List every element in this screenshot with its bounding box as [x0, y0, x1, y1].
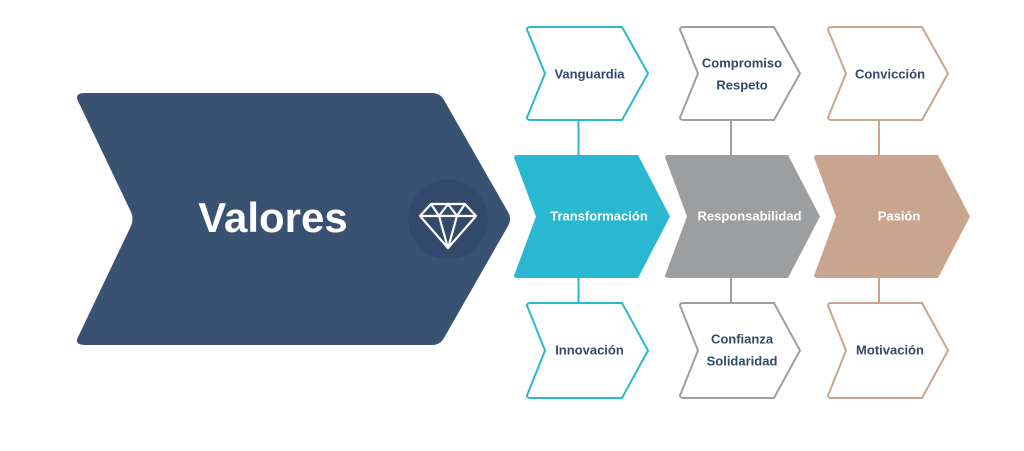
sub-value-box-bottom — [526, 302, 650, 399]
sub-value-label: Motivación — [856, 342, 924, 357]
icon-circle — [408, 179, 488, 259]
sub-value-box-top — [526, 26, 650, 121]
main-chevron — [77, 93, 510, 345]
value-label: Responsabilidad — [697, 208, 801, 223]
sub-value-box-bottom — [827, 302, 950, 399]
sub-value-label: Respeto — [716, 77, 767, 92]
diamond-icon — [418, 202, 478, 250]
sub-value-box-top — [827, 26, 950, 121]
sub-value-label: Compromiso — [702, 55, 782, 70]
value-chevron — [814, 155, 970, 278]
sub-value-label: Convicción — [855, 66, 925, 81]
main-title: Valores — [198, 194, 347, 241]
sub-value-label: Solidaridad — [707, 353, 778, 368]
sub-value-label: Innovación — [555, 342, 624, 357]
value-chevron — [665, 155, 820, 278]
sub-value-label: Vanguardia — [554, 66, 625, 81]
value-label: Transformación — [550, 208, 648, 223]
sub-value-label: Confianza — [711, 331, 774, 346]
value-chevron — [514, 155, 670, 278]
sub-value-box-top — [679, 26, 802, 121]
value-label: Pasión — [878, 208, 921, 223]
sub-value-box-bottom — [679, 302, 802, 399]
